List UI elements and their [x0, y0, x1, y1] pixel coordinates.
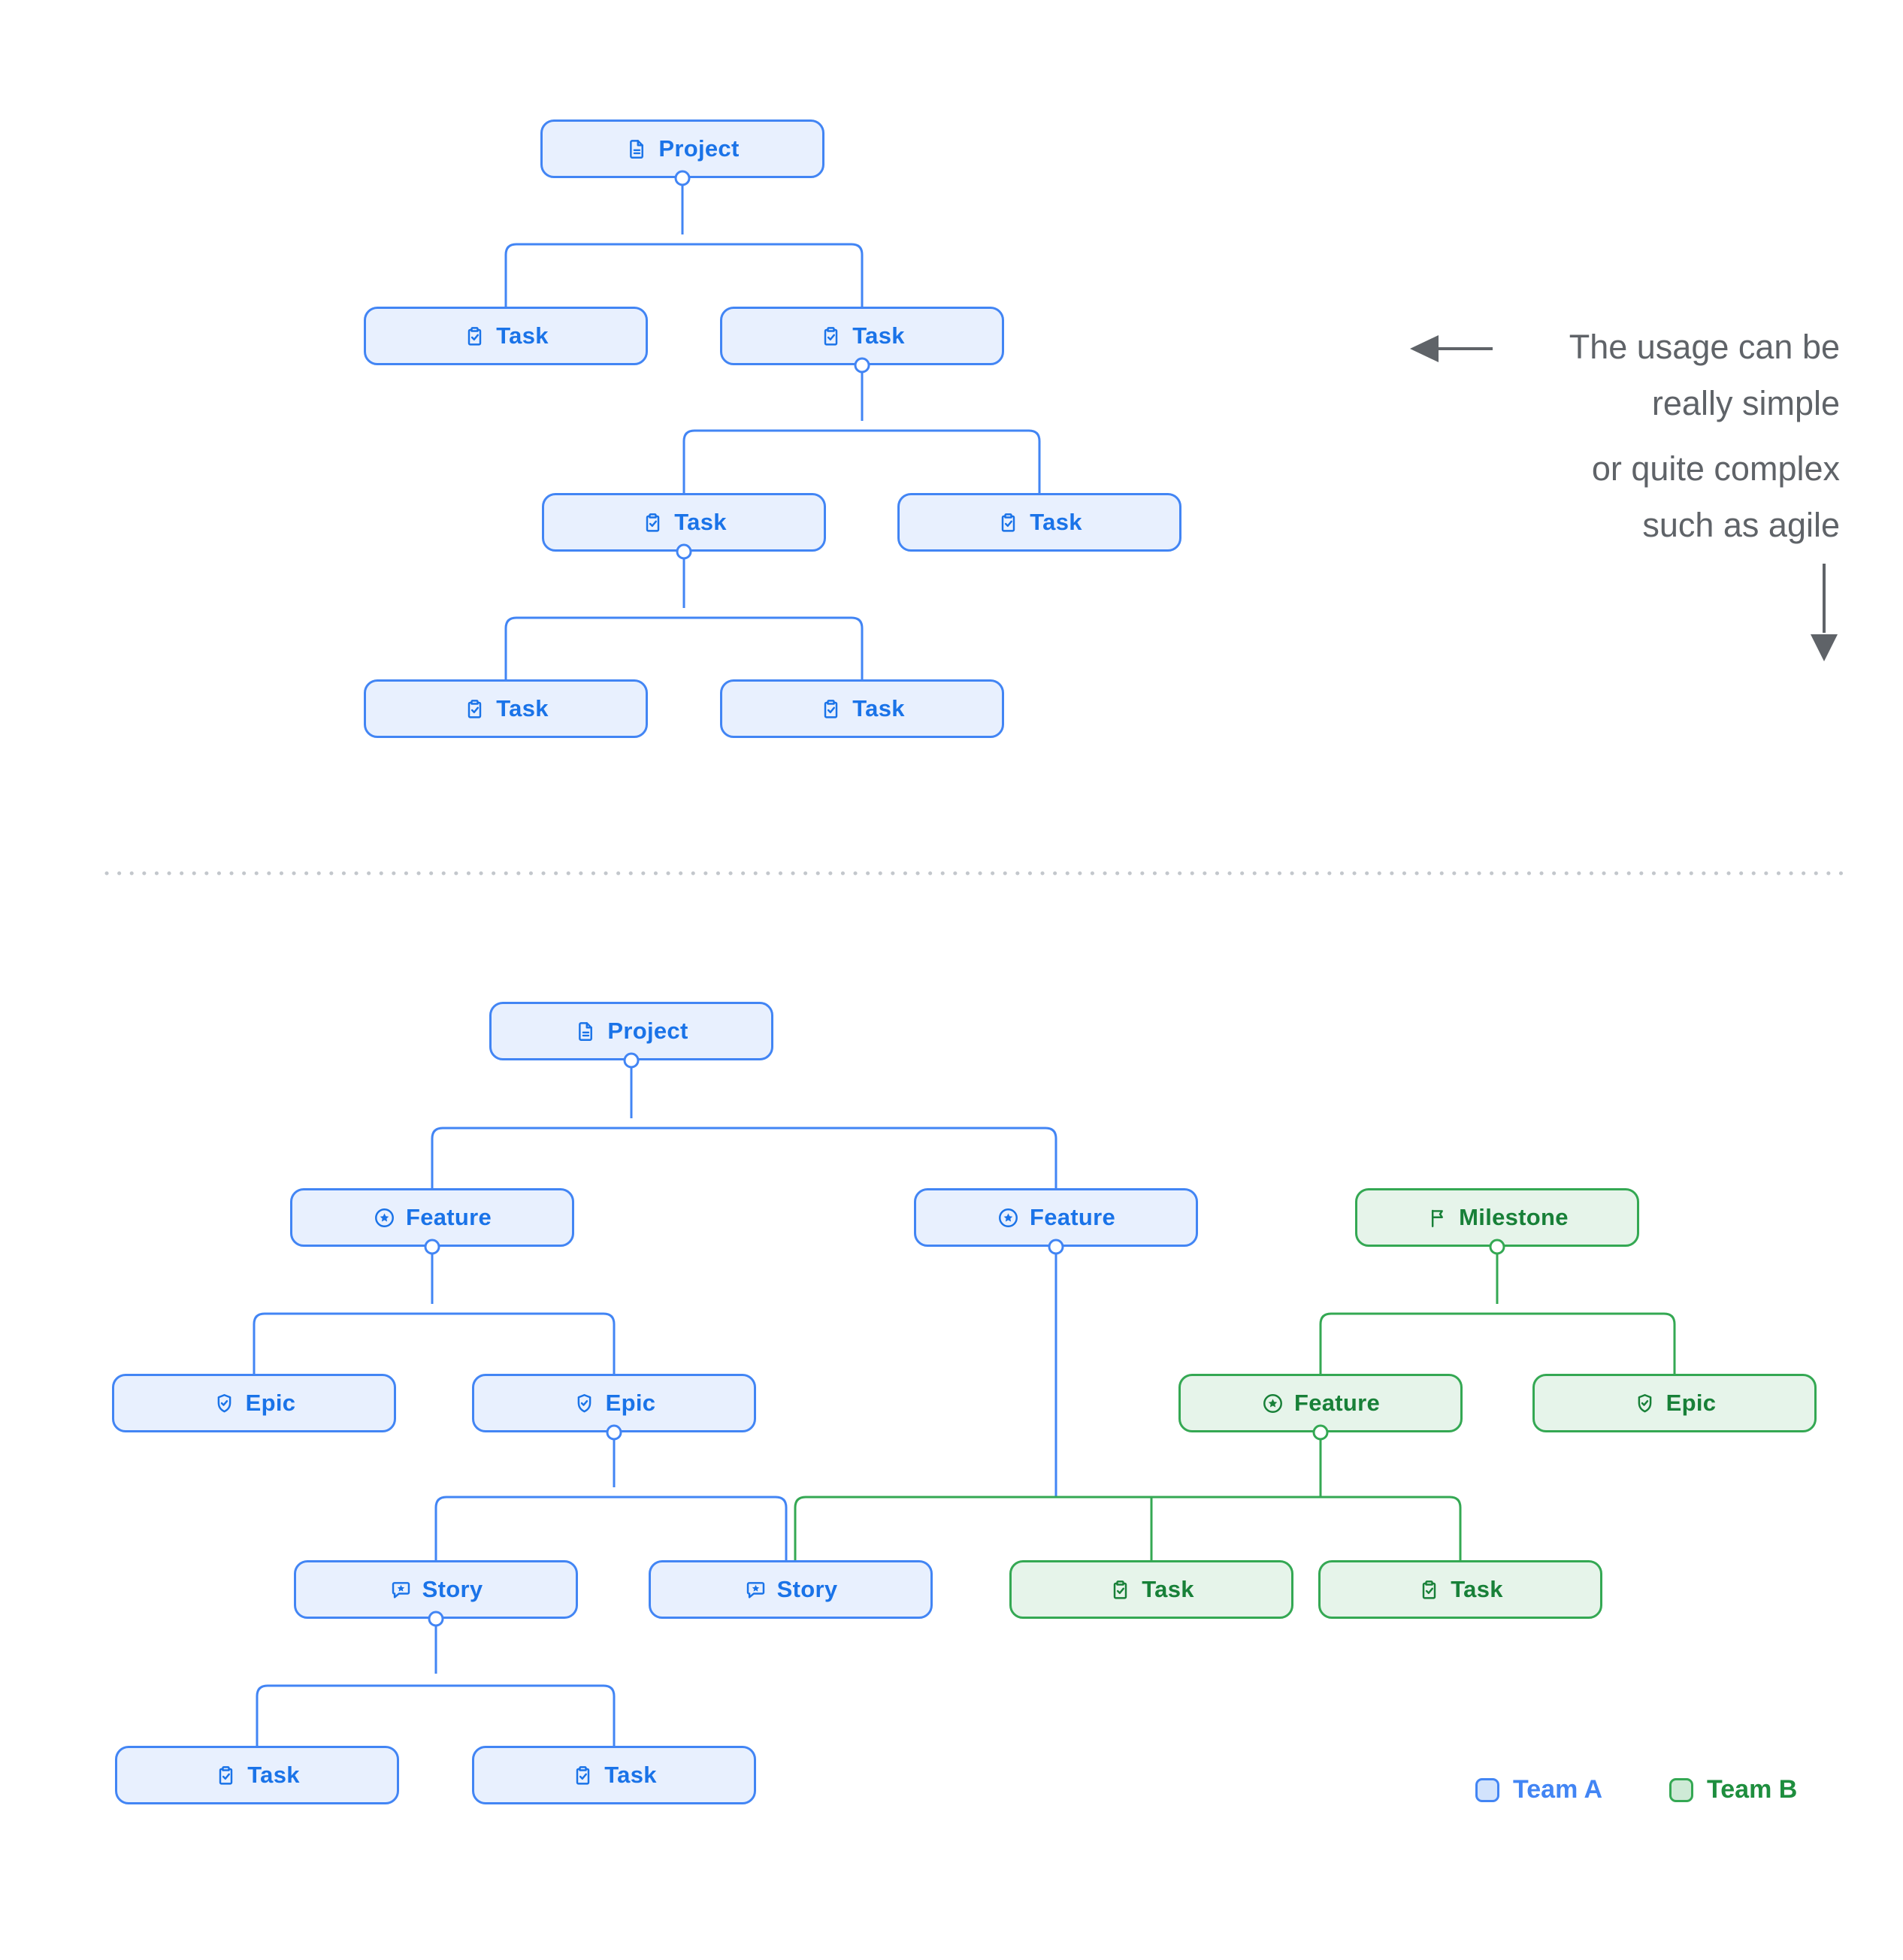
epic-shield-icon: [1633, 1392, 1656, 1415]
simple-node-task-2: Task: [720, 307, 1004, 365]
simple-node-task-6: Task: [720, 679, 1004, 738]
annotation-line: The usage can be: [1569, 328, 1840, 366]
simple-node-project: Project: [540, 119, 824, 178]
simple-node-task-4: Task: [897, 493, 1181, 552]
task-clipboard-icon: [214, 1764, 237, 1787]
node-label: Task: [496, 322, 549, 349]
legend-team-a: Team A: [1475, 1775, 1602, 1804]
complex-node-epic-3: Epic: [1532, 1374, 1817, 1432]
task-clipboard-icon: [1109, 1578, 1132, 1602]
left-arrow-icon: [1410, 335, 1493, 362]
feature-star-circle-icon: [1261, 1392, 1284, 1415]
feature-star-circle-icon: [997, 1206, 1020, 1230]
task-clipboard-icon: [641, 511, 664, 534]
node-label: Task: [247, 1762, 300, 1788]
node-label: Feature: [1029, 1204, 1116, 1230]
simple-node-task-1: Task: [364, 307, 648, 365]
complex-node-feature-3: Feature: [1178, 1374, 1463, 1432]
complex-node-task-3: Task: [115, 1746, 399, 1804]
annotation-line: or quite complex: [1591, 449, 1840, 488]
node-label: Task: [674, 509, 727, 535]
simple-node-task-3: Task: [542, 493, 826, 552]
node-label: Task: [1451, 1576, 1503, 1602]
node-label: Epic: [1666, 1390, 1717, 1416]
complex-node-feature-2: Feature: [914, 1188, 1198, 1247]
complex-node-task-4: Task: [472, 1746, 756, 1804]
complex-node-story-1: Story: [294, 1560, 578, 1619]
task-clipboard-icon: [463, 697, 486, 721]
node-label: Task: [1030, 509, 1082, 535]
complex-node-epic-2: Epic: [472, 1374, 756, 1432]
complex-node-story-2: Story: [649, 1560, 933, 1619]
annotation-simple: The usage can be really simple: [1569, 319, 1840, 431]
milestone-flag-icon: [1426, 1206, 1449, 1230]
node-label: Project: [658, 135, 740, 162]
team-b-swatch: [1669, 1777, 1693, 1802]
node-label: Milestone: [1459, 1204, 1569, 1230]
task-clipboard-icon: [819, 325, 843, 348]
node-label: Feature: [1293, 1390, 1381, 1416]
node-label: Feature: [405, 1204, 492, 1230]
complex-node-epic-1: Epic: [112, 1374, 396, 1432]
node-label: Epic: [605, 1390, 656, 1416]
complex-node-task-2: Task: [1318, 1560, 1602, 1619]
team-b-connectors: [794, 1254, 1676, 1560]
node-label: Story: [422, 1576, 483, 1602]
project-document-icon: [574, 1020, 598, 1043]
team-a-swatch: [1475, 1777, 1499, 1802]
node-label: Task: [852, 695, 905, 721]
down-arrow-icon: [1811, 564, 1838, 661]
story-comment-star-icon: [744, 1578, 767, 1602]
simple-node-task-5: Task: [364, 679, 648, 738]
legend-team-b: Team B: [1669, 1775, 1797, 1804]
team-a-connectors: [253, 185, 1057, 1746]
node-label: Task: [852, 322, 905, 349]
complex-node-feature-1: Feature: [290, 1188, 574, 1247]
complex-node-project: Project: [489, 1002, 773, 1060]
task-clipboard-icon: [463, 325, 486, 348]
node-label: Task: [604, 1762, 657, 1788]
complex-node-task-1: Task: [1009, 1560, 1293, 1619]
complex-node-milestone: Milestone: [1355, 1188, 1639, 1247]
annotation-line: such as agile: [1642, 506, 1840, 544]
task-clipboard-icon: [819, 697, 843, 721]
task-clipboard-icon: [997, 511, 1020, 534]
legend-label: Team A: [1513, 1775, 1603, 1804]
annotation-line: really simple: [1651, 384, 1840, 422]
annotation-complex: or quite complex such as agile: [1592, 440, 1840, 553]
legend-label: Team B: [1707, 1775, 1798, 1804]
node-label: Task: [496, 695, 549, 721]
node-label: Project: [607, 1018, 688, 1044]
epic-shield-icon: [213, 1392, 236, 1415]
node-label: Task: [1142, 1576, 1194, 1602]
node-label: Epic: [245, 1390, 296, 1416]
feature-star-circle-icon: [373, 1206, 396, 1230]
task-clipboard-icon: [1417, 1578, 1441, 1602]
project-document-icon: [625, 138, 649, 161]
story-comment-star-icon: [389, 1578, 413, 1602]
epic-shield-icon: [573, 1392, 596, 1415]
node-label: Story: [776, 1576, 838, 1602]
task-clipboard-icon: [571, 1764, 594, 1787]
